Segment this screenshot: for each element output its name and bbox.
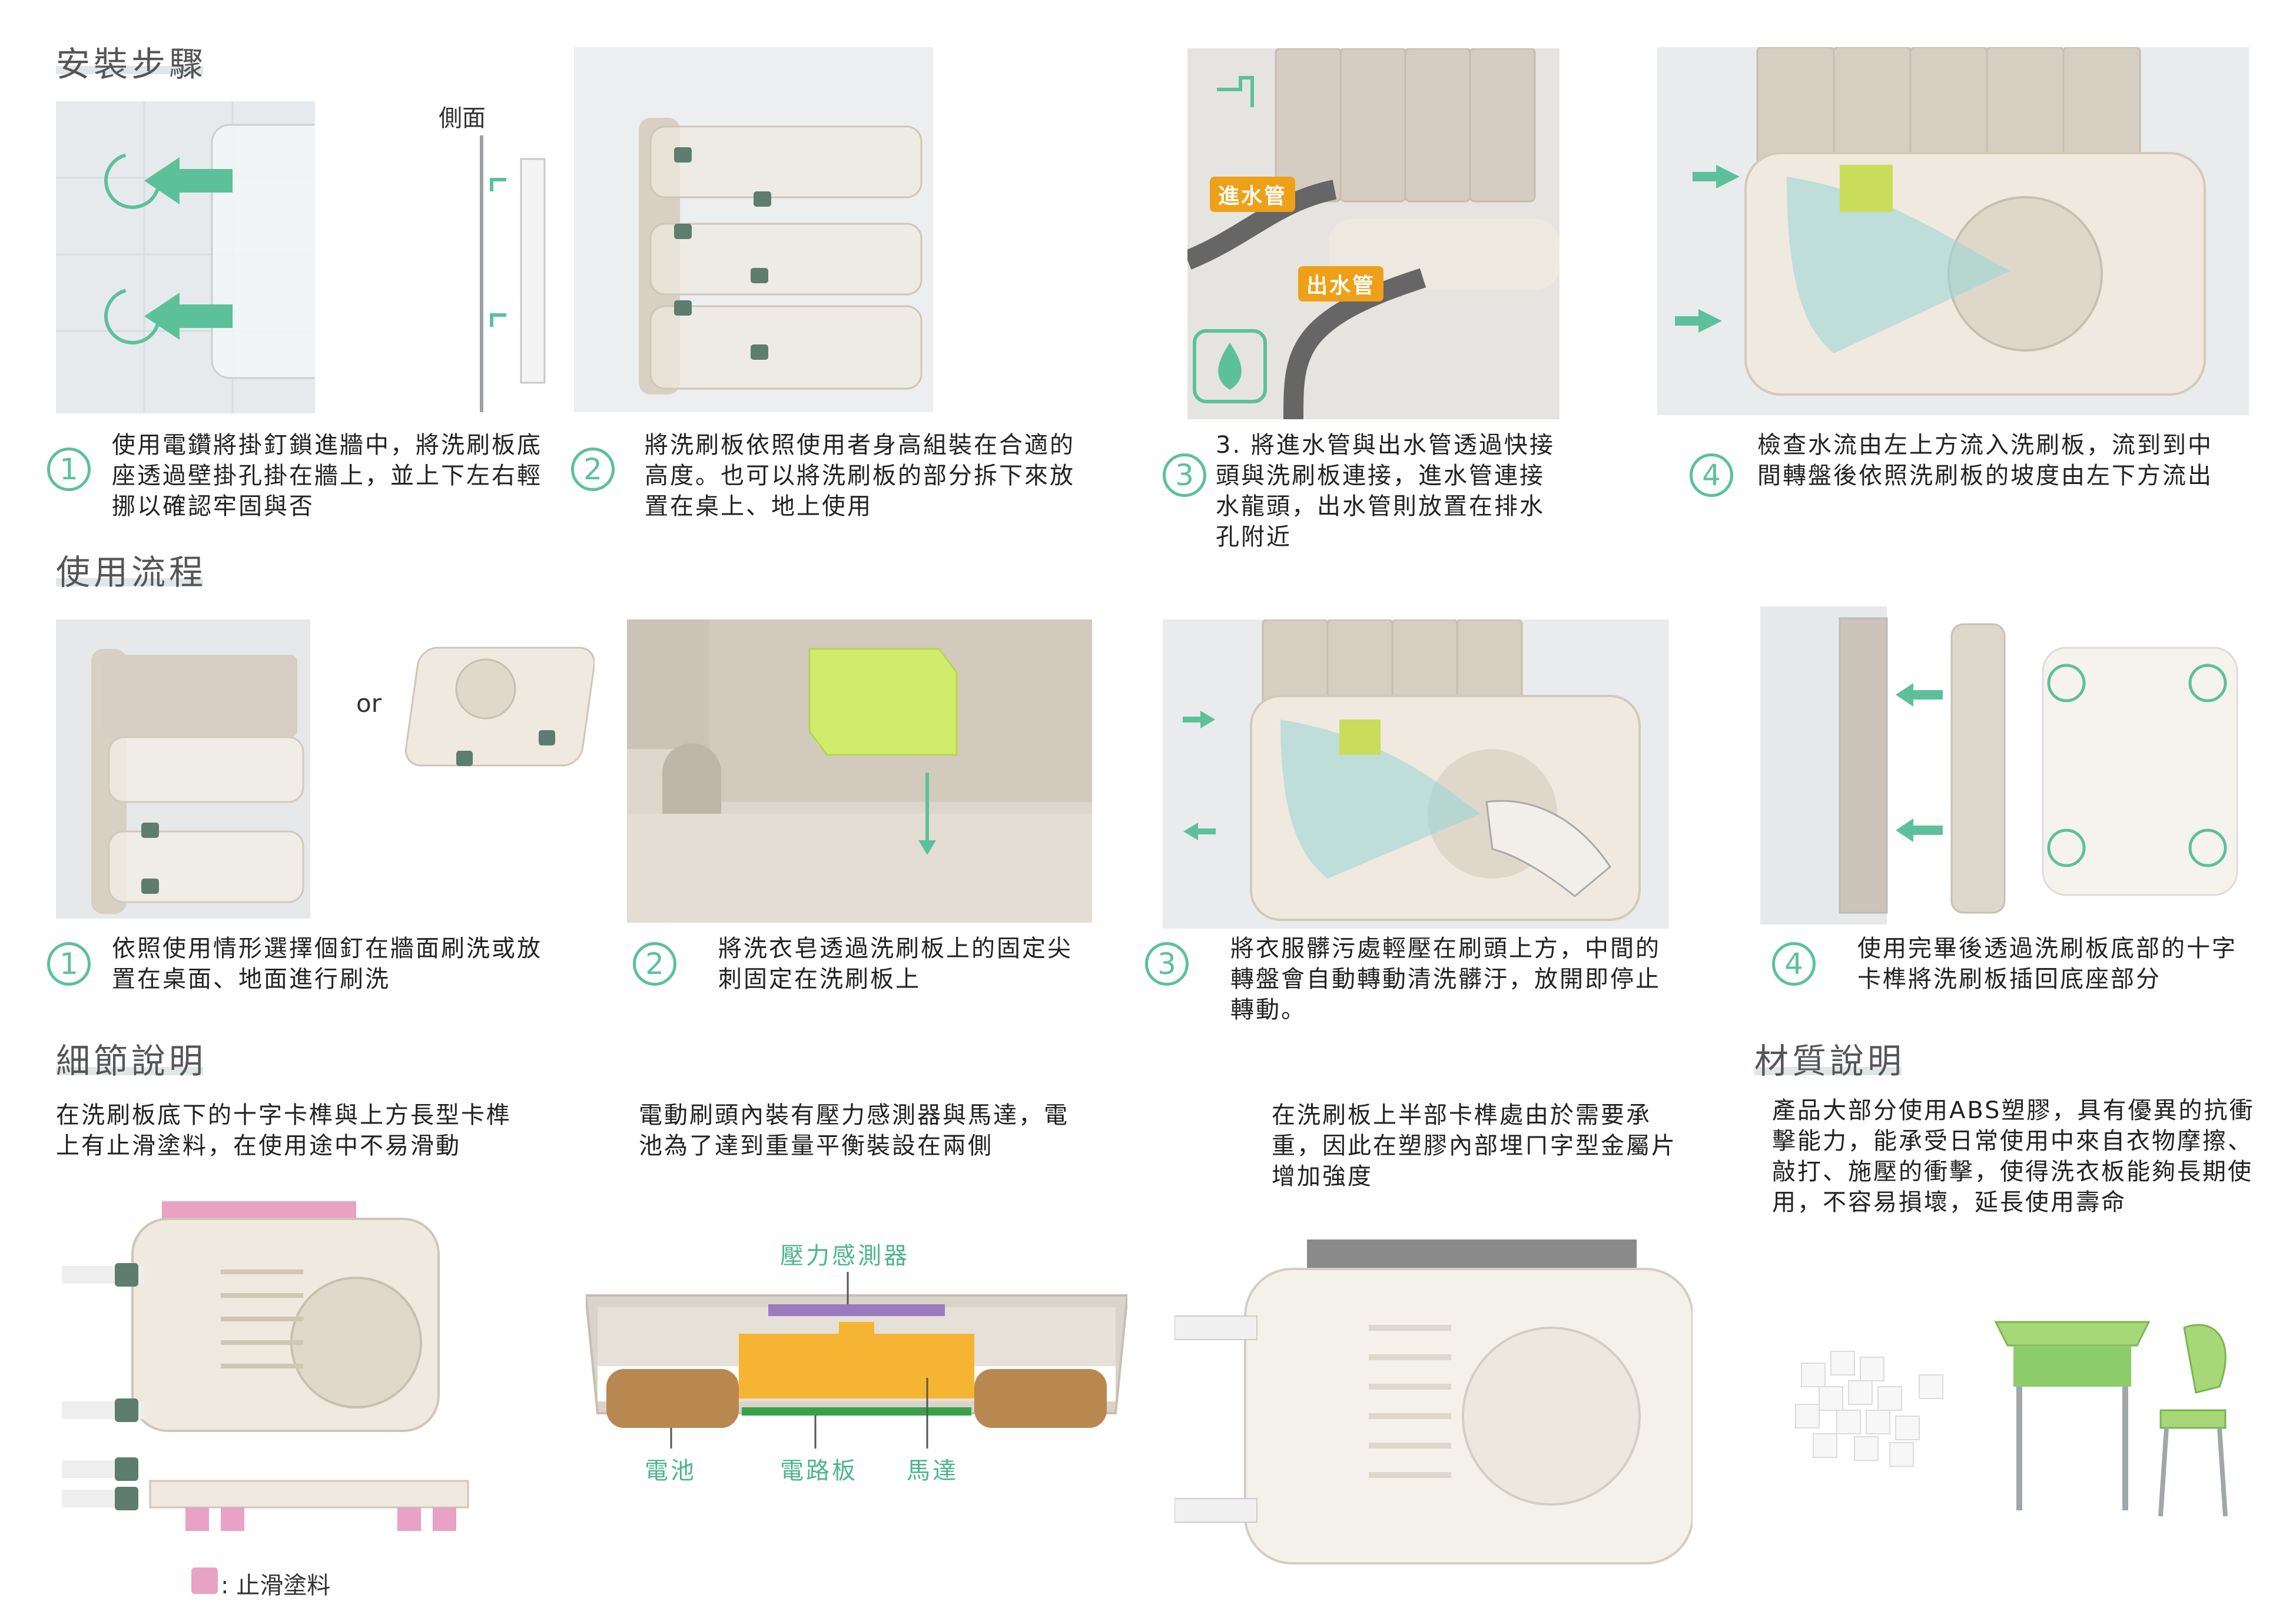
usage-image-1 [56, 619, 310, 919]
outlet-tag: 出水管 [1298, 266, 1384, 301]
install-step-3-number: 3 [1163, 453, 1206, 497]
install-image-2 [574, 47, 933, 412]
pressure-sensor-label: 壓力感測器 [780, 1242, 910, 1270]
section-title-material: 材質說明 [1754, 1041, 1906, 1081]
circuit-board-label: 電路板 [780, 1457, 858, 1484]
inlet-tag: 進水管 [1210, 177, 1296, 212]
usage-image-3 [1163, 619, 1669, 929]
detail-image-metal-plate [1174, 1239, 1693, 1569]
install-image-1 [56, 101, 315, 413]
usage-step-3-number: 3 [1145, 942, 1189, 986]
or-label: or [356, 689, 381, 718]
install-image-3 [1187, 48, 1560, 419]
install-step-4-text: 檢查水流由左上方流入洗刷板，流到到中間轉盤後依照洗刷板的坡度由左下方流出 [1757, 432, 2213, 489]
install-step-2-text: 將洗刷板依照使用者身高組裝在合適的高度。也可以將洗刷板的部分拆下來放置在桌上、地… [645, 432, 1075, 520]
install-step-1-number: 1 [47, 448, 91, 491]
install-step-2-number: 2 [571, 448, 615, 491]
usage-step-1-number: 1 [47, 942, 91, 986]
material-text: 產品大部分使用ABS塑膠，具有優異的抗衝擊能力，能承受日常使用中來自衣物摩擦、敲… [1772, 1097, 2255, 1216]
section-title-install: 安裝步驟 [56, 44, 207, 84]
side-view-label: 側面 [439, 105, 486, 132]
install-image-4 [1657, 47, 2249, 415]
motor-label: 馬達 [907, 1457, 958, 1484]
section-title-detail: 細節說明 [56, 1041, 207, 1081]
battery-label: 電池 [645, 1457, 696, 1484]
detail-image-cross-section [586, 1272, 1127, 1449]
install-step-4-number: 4 [1690, 453, 1733, 497]
usage-step-2-number: 2 [633, 942, 676, 986]
usage-step-1-text: 依照使用情形選擇個釘在牆面刷洗或放置在桌面、地面進行刷洗 [112, 935, 542, 993]
usage-step-2-text: 將洗衣皂透過洗刷板上的固定尖刺固定在洗刷板上 [718, 935, 1073, 993]
material-image [1784, 1304, 2237, 1534]
detail-text-1: 在洗刷板底下的十字卡榫與上方長型卡榫上有止滑塗料，在使用途中不易滑動 [56, 1102, 512, 1159]
usage-image-2 [627, 619, 1092, 923]
install-step-3-text: 3. 將進水管與出水管透過快接頭與洗刷板連接，進水管連接水龍頭，出水管則放置在排… [1216, 432, 1555, 551]
detail-text-3: 在洗刷板上半部卡榫處由於需要承重，因此在塑膠內部埋ㄇ字型金屬片增加強度 [1272, 1102, 1677, 1190]
usage-image-4 [1760, 606, 2249, 924]
detail-text-2: 電動刷頭內裝有壓力感測器與馬達，電池為了達到重量平衡裝設在兩側 [639, 1102, 1069, 1159]
usage-step-4-text: 使用完畢後透過洗刷板底部的十字卡榫將洗刷板插回底座部分 [1857, 935, 2237, 993]
usage-image-1-table [397, 642, 595, 783]
usage-step-3-text: 將衣服髒污處輕壓在刷頭上方，中間的轉盤會自動轉動清洗髒汙，放開即停止轉動。 [1230, 935, 1661, 1023]
install-step-1-text: 使用電鑽將掛釘鎖進牆中，將洗刷板底座透過壁掛孔掛在牆上，並上下左右輕挪以確認牢固… [112, 432, 542, 520]
section-title-usage: 使用流程 [56, 552, 207, 592]
anti-slip-legend: : 止滑塗料 [221, 1572, 331, 1599]
anti-slip-swatch [191, 1567, 218, 1594]
install-side-view [453, 135, 577, 412]
detail-image-anti-slip [56, 1201, 480, 1555]
usage-step-4-number: 4 [1772, 942, 1816, 986]
